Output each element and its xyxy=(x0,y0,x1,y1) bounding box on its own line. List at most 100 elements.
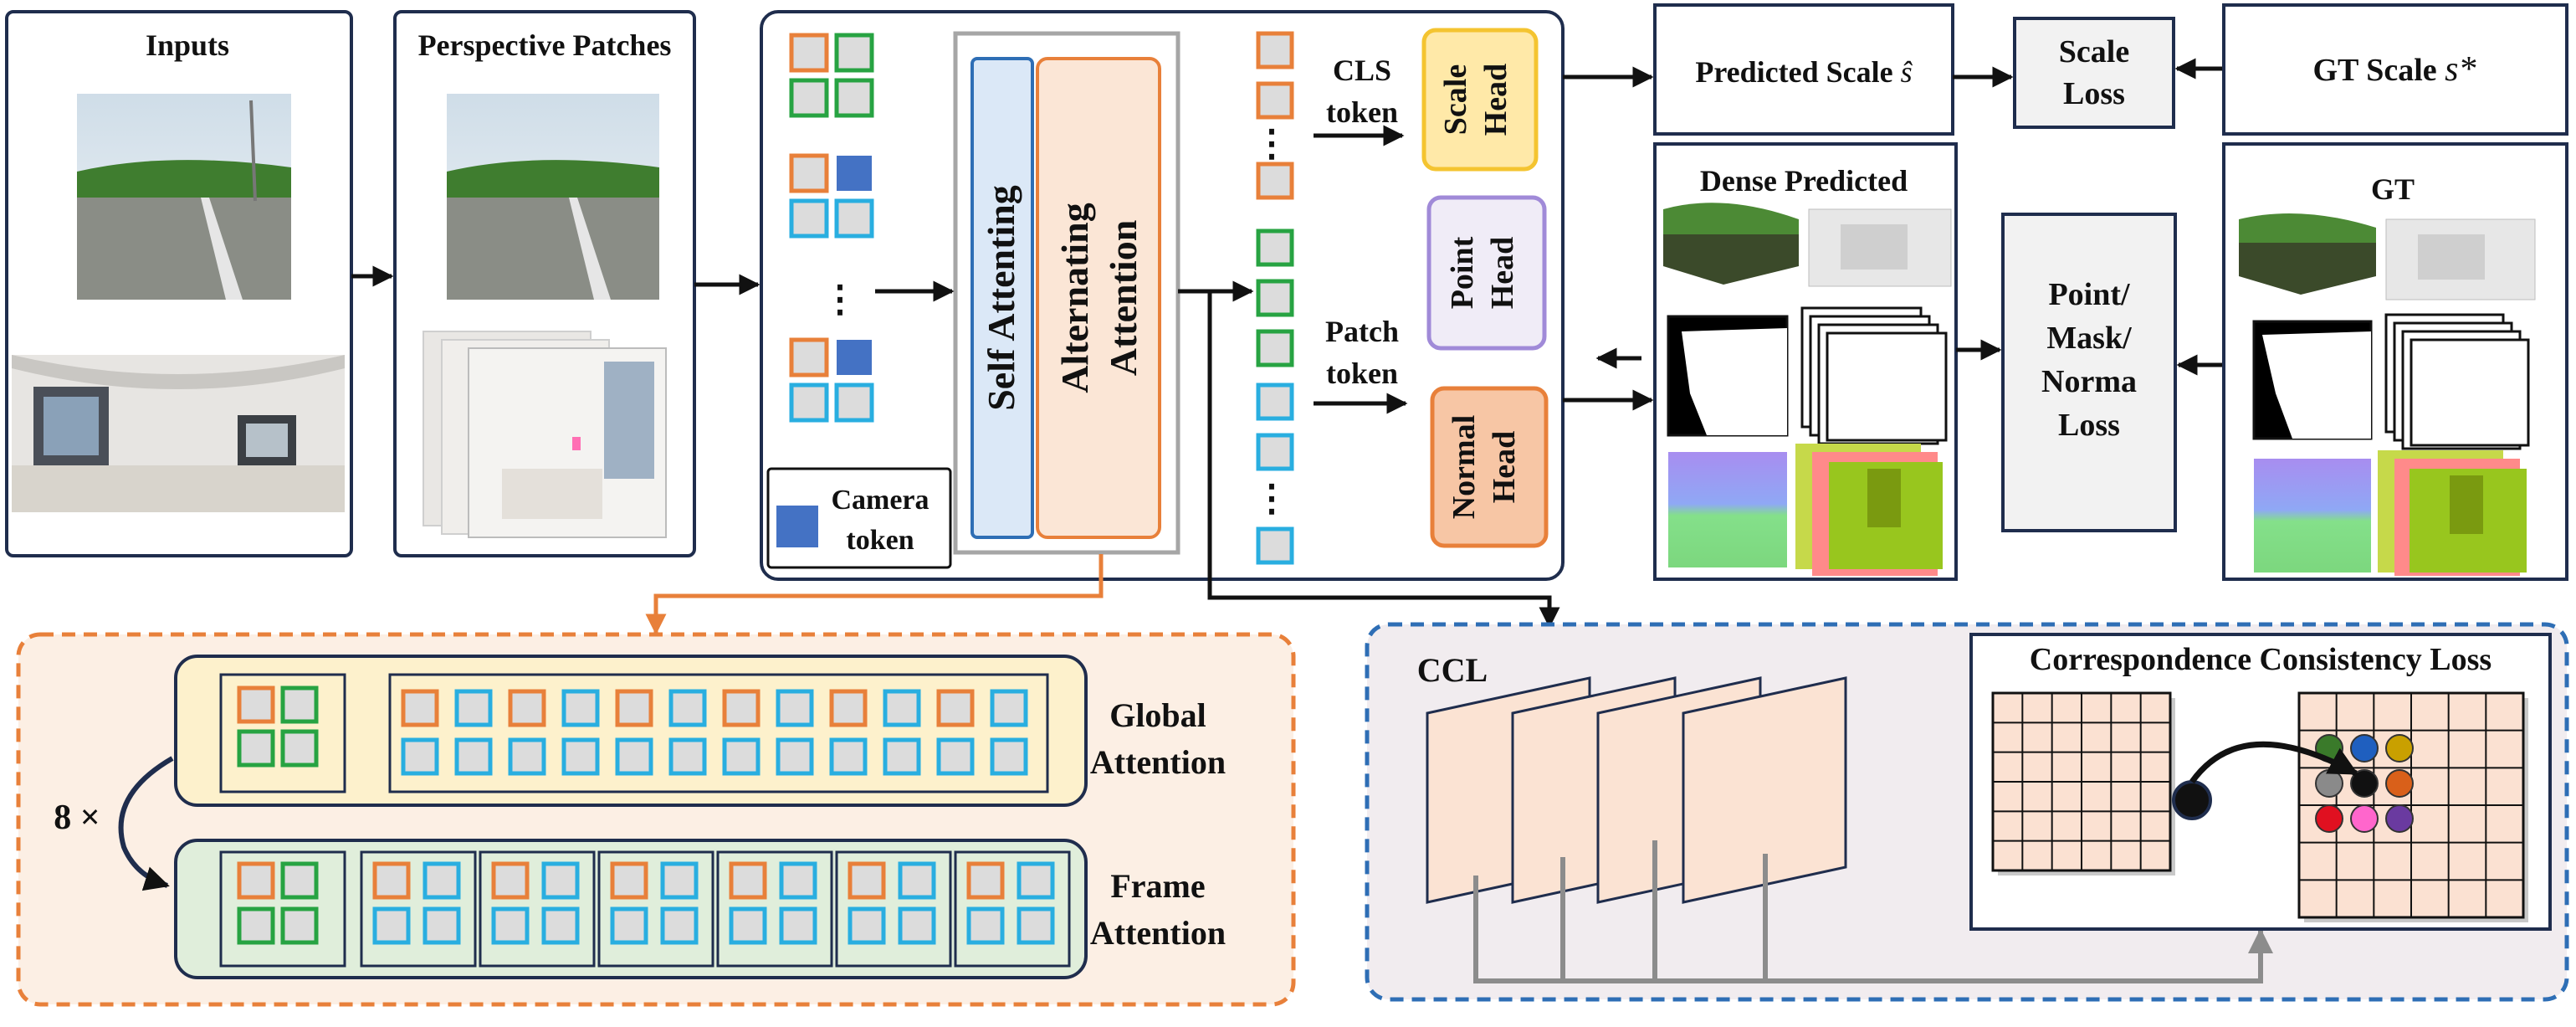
frame-token xyxy=(372,906,411,945)
output-patch-token xyxy=(1256,329,1294,367)
output-cls-token xyxy=(1256,162,1294,200)
global-token xyxy=(722,689,761,727)
camera-token-swatch xyxy=(776,506,818,547)
correspondence-dot xyxy=(2385,734,2414,763)
global-token xyxy=(776,737,814,776)
input-token xyxy=(834,383,874,423)
cls-ellipsis: ⋮ xyxy=(1253,123,1290,164)
point-head-label-1: Point xyxy=(1445,236,1480,309)
token-tile xyxy=(237,686,275,724)
frame-token xyxy=(779,906,817,945)
global-token xyxy=(454,689,493,727)
normal-head-label-2: Head xyxy=(1487,431,1522,504)
ccl-feed-lines xyxy=(1473,840,2273,983)
gt-images xyxy=(2239,213,2536,576)
correspondence-arrow xyxy=(2189,741,2359,784)
global-token xyxy=(561,689,600,727)
token-tile xyxy=(237,729,275,768)
perspective-road-image xyxy=(447,94,659,300)
frame-token xyxy=(848,906,886,945)
camera-token-label-2: token xyxy=(846,525,914,556)
inputs-title: Inputs xyxy=(146,28,229,62)
frame-token xyxy=(372,861,411,900)
frame-token xyxy=(898,906,936,945)
gt-scale-label: GT Scale s* xyxy=(2313,50,2476,89)
perspective-room-stack xyxy=(423,331,667,538)
point-mask-normal-loss-box xyxy=(2001,213,2177,532)
input-token xyxy=(789,383,829,423)
frame-token xyxy=(729,906,767,945)
frame-group xyxy=(835,850,952,968)
attention-token-grids xyxy=(219,673,1071,968)
global-cls-group xyxy=(219,673,346,793)
global-token xyxy=(936,689,975,727)
normal-head-label-1: Normal xyxy=(1447,415,1482,520)
input-token xyxy=(834,33,874,73)
panorama-image xyxy=(12,355,345,512)
frame-token xyxy=(541,861,580,900)
alternating-attention-label-1: Alternating xyxy=(1053,203,1096,393)
frame-token xyxy=(779,861,817,900)
loss-label-1: Point/ xyxy=(2048,277,2130,312)
patch-token-label-2: token xyxy=(1326,357,1398,390)
scale-loss-label-2: Loss xyxy=(2063,76,2125,111)
frame-token xyxy=(610,906,648,945)
frame-attention-label-2: Attention xyxy=(1090,914,1226,952)
top-arrows xyxy=(351,58,2222,629)
self-attention-block xyxy=(970,57,1034,539)
input-token xyxy=(789,198,829,239)
correspondence-dot xyxy=(2350,734,2379,763)
output-patch-token xyxy=(1256,383,1294,421)
global-token xyxy=(615,689,653,727)
token-tile xyxy=(280,906,319,945)
point-head xyxy=(1426,195,1547,351)
input-token xyxy=(789,33,829,73)
global-token xyxy=(776,689,814,727)
output-cls-token xyxy=(1256,81,1294,120)
global-token xyxy=(883,737,921,776)
frame-token xyxy=(610,861,648,900)
token-tile xyxy=(280,729,319,768)
global-token xyxy=(722,737,761,776)
token-tile xyxy=(280,861,319,900)
scale-loss-label-1: Scale xyxy=(2059,34,2129,69)
correspondence-dot xyxy=(2350,769,2379,798)
correspondence-dot xyxy=(2385,769,2414,798)
cls-token-label: CLS xyxy=(1333,54,1391,87)
frame-token xyxy=(966,861,1005,900)
frame-token xyxy=(966,906,1005,945)
scale-head-label-2: Head xyxy=(1478,64,1513,136)
ccl-grids xyxy=(1991,691,2528,922)
camera-token-tile xyxy=(837,156,872,191)
frame-group xyxy=(597,850,714,968)
dense-predicted-title: Dense Predicted xyxy=(1700,164,1908,198)
road-image xyxy=(77,94,291,300)
loss-label-2: Mask/ xyxy=(2046,321,2132,356)
output-patch-token xyxy=(1256,526,1294,565)
global-token xyxy=(829,689,868,727)
token-tile xyxy=(280,686,319,724)
input-token xyxy=(789,78,829,118)
alternating-attention-label-2: Attention xyxy=(1102,220,1145,377)
frame-token xyxy=(1017,906,1055,945)
input-token-groups xyxy=(789,33,874,423)
frame-token xyxy=(660,861,699,900)
output-patch-token xyxy=(1256,433,1294,471)
global-token xyxy=(561,737,600,776)
normal-head xyxy=(1430,386,1549,548)
point-head-label-2: Head xyxy=(1485,237,1520,310)
frame-group xyxy=(360,850,477,968)
global-token xyxy=(883,689,921,727)
gt-scale-box xyxy=(2222,3,2568,136)
patch-ellipsis: ⋮ xyxy=(1253,478,1290,519)
global-token xyxy=(668,689,707,727)
patch-token-label: Patch xyxy=(1325,315,1399,348)
frame-token xyxy=(898,861,936,900)
scale-loss-box xyxy=(2013,17,2175,129)
scale-head xyxy=(1421,28,1539,172)
frame-cls-group xyxy=(219,850,346,968)
global-token xyxy=(990,689,1028,727)
frame-token xyxy=(541,906,580,945)
correspondence-dot xyxy=(2385,804,2414,833)
frame-attention-label-1: Frame xyxy=(1110,867,1205,905)
